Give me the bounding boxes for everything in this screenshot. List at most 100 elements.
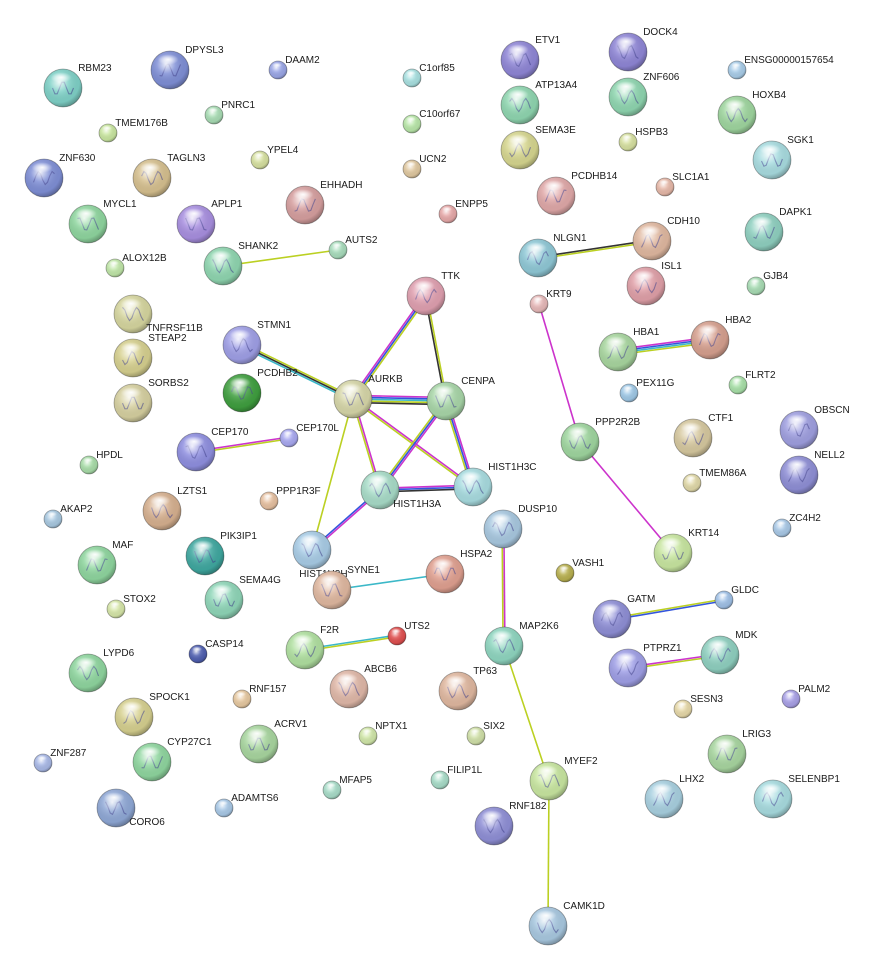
node-dapk1[interactable]: DAPK1	[744, 207, 812, 252]
node-casp14[interactable]: CASP14	[188, 639, 244, 664]
node-lzts1[interactable]: LZTS1	[142, 486, 208, 531]
node-ptprz1[interactable]: PTPRZ1	[608, 643, 682, 688]
node-hist1h3c[interactable]: HIST1H3C	[453, 462, 537, 507]
edge-nlgn1-cdh10[interactable]	[537, 239, 653, 260]
node-rnf182[interactable]: RNF182	[474, 801, 547, 846]
node-sesn3[interactable]: SESN3	[673, 694, 723, 719]
node-obscn[interactable]: OBSCN	[779, 405, 850, 450]
node-hoxb4[interactable]: HOXB4	[717, 90, 787, 135]
node-mycl1[interactable]: MYCL1	[68, 199, 137, 244]
node-zc4h2[interactable]: ZC4H2	[772, 513, 821, 538]
node-lypd6[interactable]: LYPD6	[68, 648, 135, 693]
node-cep170[interactable]: CEP170	[176, 427, 249, 472]
node-gatm[interactable]: GATM	[592, 594, 655, 639]
node-flrt2[interactable]: FLRT2	[728, 370, 776, 395]
edge-aurkb-stmn1[interactable]	[240, 342, 355, 402]
node-auts2[interactable]: AUTS2	[328, 235, 378, 260]
node-gldc[interactable]: GLDC	[714, 585, 759, 610]
node-cyp27c1[interactable]: CYP27C1	[132, 737, 212, 782]
edge-aurkb-hist1h3h[interactable]	[311, 398, 354, 551]
edge-shank2-auts2[interactable]	[222, 249, 339, 267]
node-ypel4[interactable]: YPEL4	[250, 145, 299, 170]
node-krt9[interactable]: KRT9	[529, 289, 572, 314]
node-sema4g[interactable]: SEMA4G	[204, 575, 281, 620]
node-coro6[interactable]: CORO6	[96, 788, 165, 828]
node-cep170l[interactable]: CEP170L	[279, 423, 339, 448]
node-krt14[interactable]: KRT14	[653, 528, 720, 573]
node-hspb3[interactable]: HSPB3	[618, 127, 668, 152]
node-cdh10[interactable]: CDH10	[632, 216, 700, 261]
node-steap2[interactable]: STEAP2	[113, 333, 187, 378]
node-sgk1[interactable]: SGK1	[752, 135, 814, 180]
node-nptx1[interactable]: NPTX1	[358, 721, 408, 746]
node-dusp10[interactable]: DUSP10	[483, 504, 558, 549]
node-hspa2[interactable]: HSPA2	[425, 549, 493, 594]
node-etv1[interactable]: ETV1	[500, 35, 561, 80]
node-nlgn1[interactable]: NLGN1	[518, 233, 587, 278]
node-ppp2r2b[interactable]: PPP2R2B	[560, 417, 641, 462]
node-rbm23[interactable]: RBM23	[43, 63, 112, 108]
node-shank2[interactable]: SHANK2	[203, 241, 279, 286]
node-slc1a1[interactable]: SLC1A1	[655, 172, 710, 197]
node-tp63[interactable]: TP63	[438, 666, 498, 711]
node-gjb4[interactable]: GJB4	[746, 271, 789, 296]
node-camk1d[interactable]: CAMK1D	[528, 901, 605, 946]
node-tmem86a[interactable]: TMEM86A	[682, 468, 747, 493]
node-filip1l[interactable]: FILIP1L	[430, 765, 483, 790]
node-pcdhb2[interactable]: PCDHB2	[222, 368, 298, 413]
node-znf630[interactable]: ZNF630	[24, 153, 96, 198]
node-myef2[interactable]: MYEF2	[529, 756, 598, 801]
node-ehhadh[interactable]: EHHADH	[285, 180, 362, 225]
node-c1orf85[interactable]: C1orf85	[402, 63, 455, 88]
node-znf287[interactable]: ZNF287	[33, 748, 87, 773]
node-pik3ip1[interactable]: PIK3IP1	[185, 531, 257, 576]
node-pex11g[interactable]: PEX11G	[619, 378, 675, 403]
node-isl1[interactable]: ISL1	[626, 261, 682, 306]
node-tagln3[interactable]: TAGLN3	[132, 153, 206, 198]
node-cenpa[interactable]: CENPA	[426, 376, 495, 421]
node-ctf1[interactable]: CTF1	[673, 413, 734, 458]
node-hpdl[interactable]: HPDL	[79, 450, 123, 475]
node-mdk[interactable]: MDK	[700, 630, 758, 675]
node-spock1[interactable]: SPOCK1	[114, 692, 190, 737]
edge-krt9-ppp2r2b[interactable]	[538, 303, 581, 443]
node-atp13a4[interactable]: ATP13A4	[500, 80, 578, 125]
node-sorbs2[interactable]: SORBS2	[113, 378, 189, 423]
edge-myef2-camk1d[interactable]	[547, 780, 550, 927]
edge-map2k6-myef2[interactable]	[503, 645, 550, 782]
node-ttk[interactable]: TTK	[406, 271, 460, 316]
edge-dusp10-map2k6[interactable]	[501, 528, 506, 647]
node-sema3e[interactable]: SEMA3E	[500, 125, 576, 170]
node-ensg00000157654[interactable]: ENSG00000157654	[727, 55, 834, 80]
node-nell2[interactable]: NELL2	[779, 450, 845, 495]
node-mfap5[interactable]: MFAP5	[322, 775, 372, 800]
node-alox12b[interactable]: ALOX12B	[105, 253, 167, 278]
node-lhx2[interactable]: LHX2	[644, 774, 705, 819]
node-znf606[interactable]: ZNF606	[608, 72, 680, 117]
node-map2k6[interactable]: MAP2K6	[484, 621, 559, 666]
node-pnrc1[interactable]: PNRC1	[204, 100, 256, 125]
node-palm2[interactable]: PALM2	[781, 684, 831, 709]
node-selenbp1[interactable]: SELENBP1	[753, 774, 840, 819]
node-hba1[interactable]: HBA1	[598, 327, 660, 372]
node-ppp1r3f[interactable]: PPP1R3F	[259, 486, 321, 511]
node-dpysl3[interactable]: DPYSL3	[150, 45, 224, 90]
node-adamts6[interactable]: ADAMTS6	[214, 793, 279, 818]
node-daam2[interactable]: DAAM2	[268, 55, 320, 80]
node-acrv1[interactable]: ACRV1	[239, 719, 308, 764]
node-stox2[interactable]: STOX2	[106, 594, 156, 619]
edge-aurkb-ttk[interactable]	[350, 294, 429, 401]
node-f2r[interactable]: F2R	[285, 625, 339, 670]
edge-ppp2r2b-krt14[interactable]	[579, 441, 674, 554]
node-syne1[interactable]: SYNE1	[312, 565, 380, 610]
node-dock4[interactable]: DOCK4	[608, 27, 678, 72]
node-aurkb[interactable]: AURKB	[333, 374, 403, 419]
node-akap2[interactable]: AKAP2	[43, 504, 93, 529]
node-enpp5[interactable]: ENPP5	[438, 199, 488, 224]
node-c10orf67[interactable]: C10orf67	[402, 109, 461, 134]
node-abcb6[interactable]: ABCB6	[329, 664, 397, 709]
node-tnfrsf11b[interactable]: TNFRSF11B	[113, 294, 203, 334]
node-pcdhb14[interactable]: PCDHB14	[536, 171, 618, 216]
node-aplp1[interactable]: APLP1	[176, 199, 243, 244]
node-vash1[interactable]: VASH1	[555, 558, 605, 583]
